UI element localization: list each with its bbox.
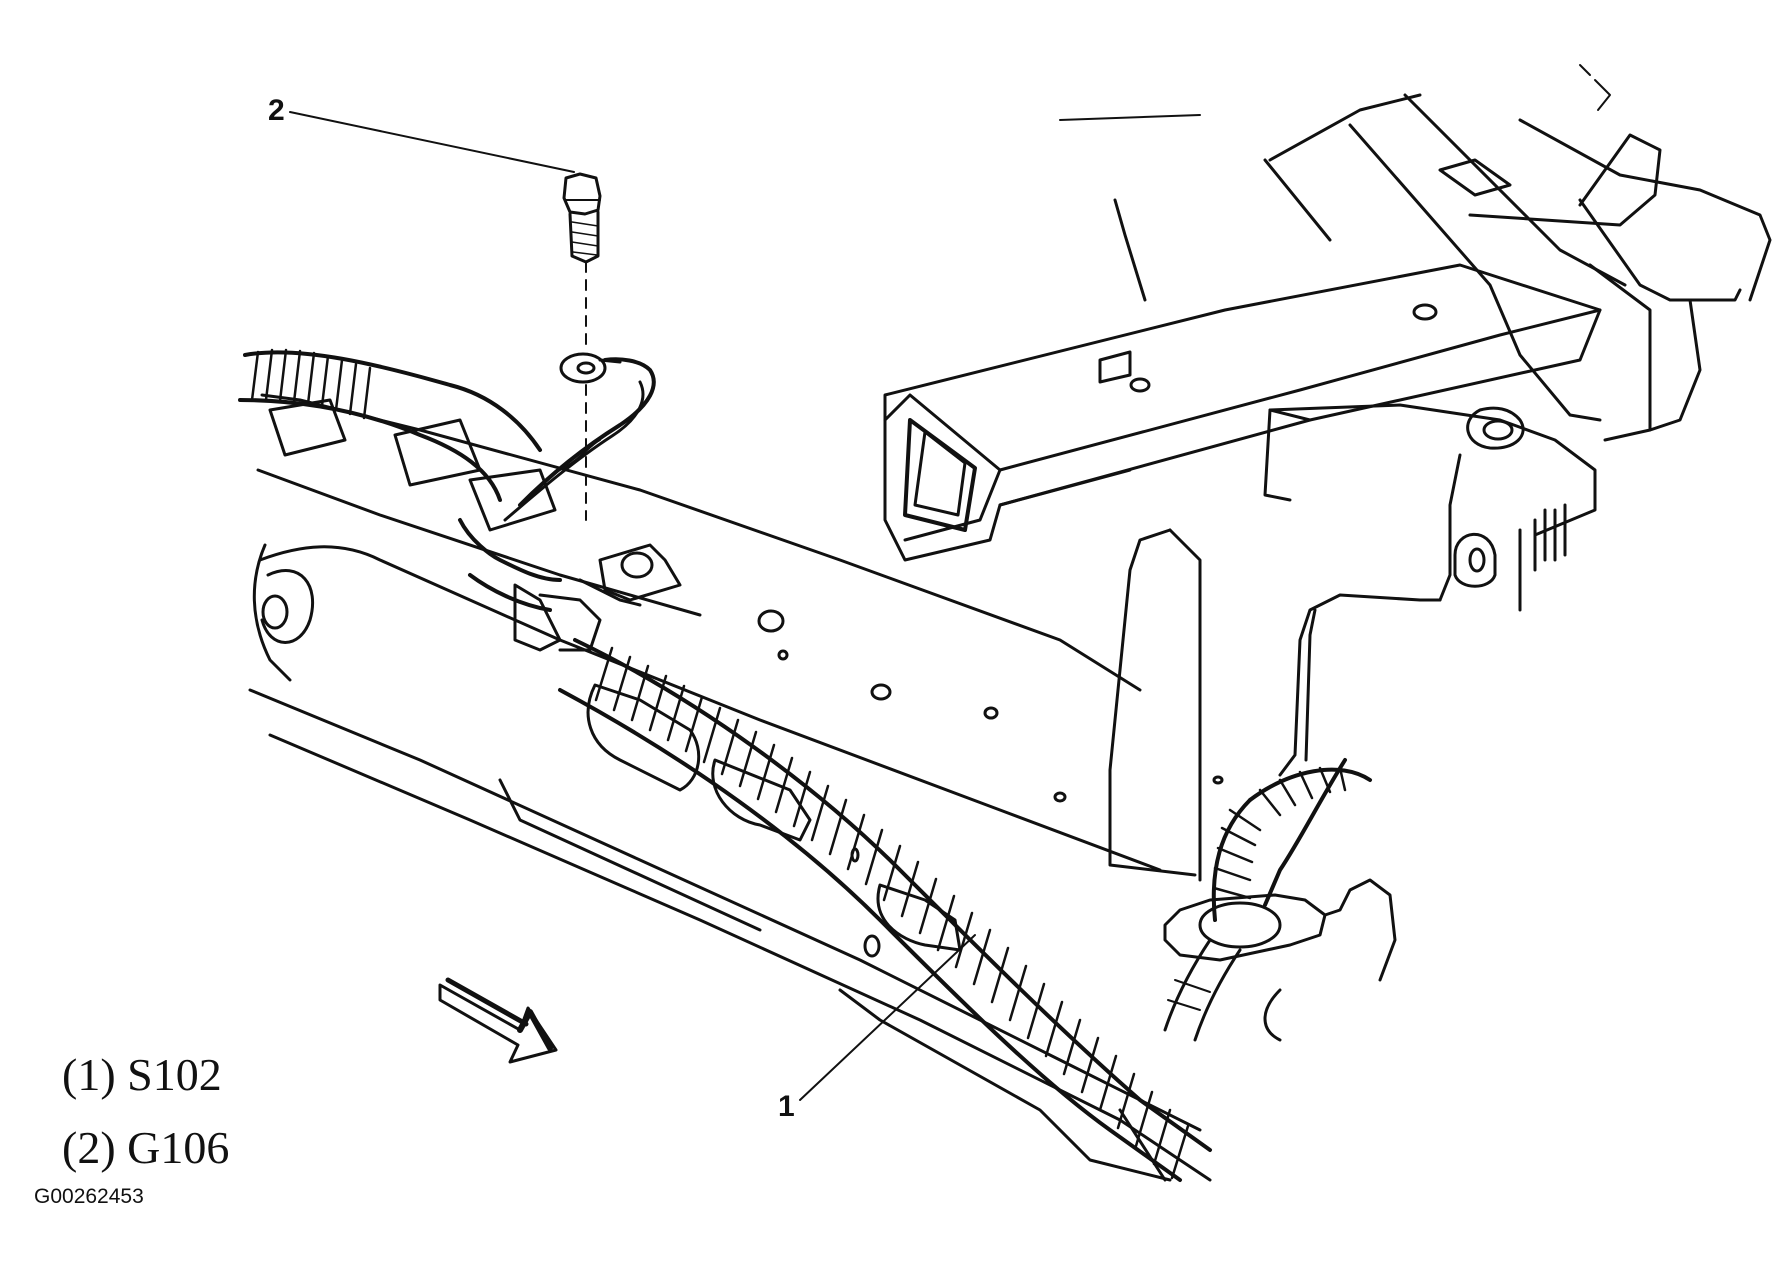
callout-label-2: 2 [268,94,285,127]
ground-bolt-icon [562,172,602,521]
ring-terminal [559,352,622,384]
harness-bundle-left [238,348,682,652]
harness-conduit [558,638,1372,1182]
frame-rail [248,393,1224,1182]
lower-bracket [1163,878,1397,1042]
upper-body-panel [1059,64,1772,442]
front-direction-arrow-icon [438,977,558,1064]
figure-id: G00262453 [34,1185,144,1208]
legend-item-g106: (2) G106 [62,1122,230,1173]
callout-1-leader [799,934,976,1101]
callout-label-1: 1 [778,1090,795,1123]
legend: (1) S102 (2) G106 [62,1052,229,1198]
callout-2-leader [289,111,575,173]
crossmember [883,263,1602,882]
legend-item-s102: (1) S102 [62,1049,222,1100]
